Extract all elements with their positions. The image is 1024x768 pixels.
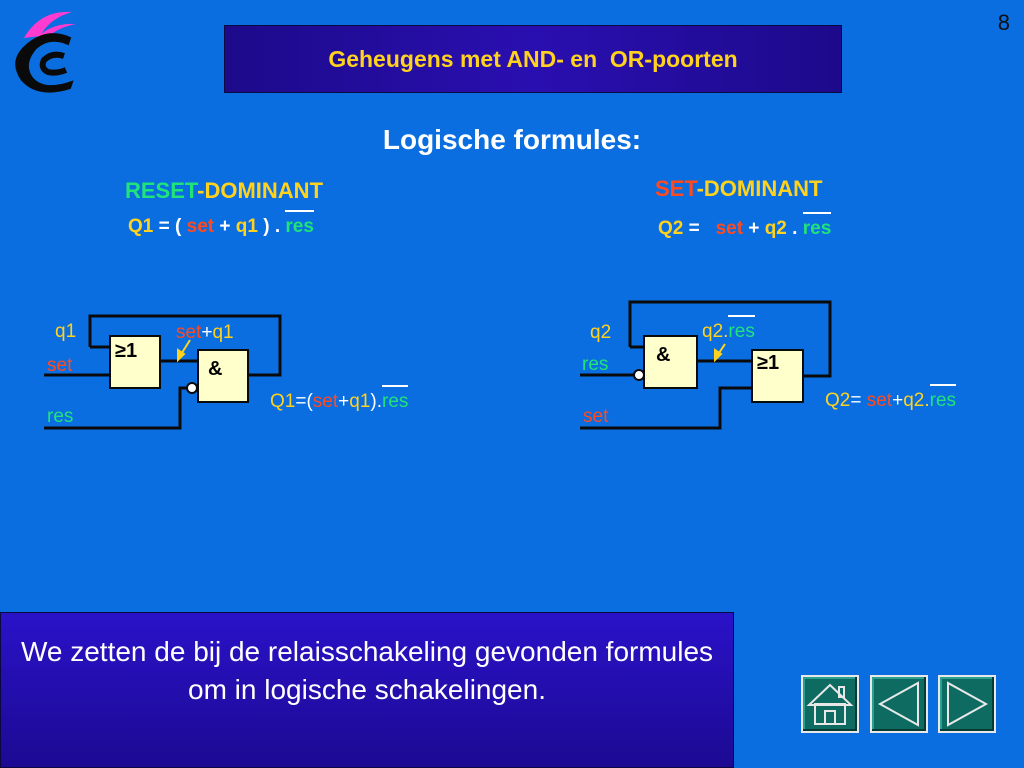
title-banner: Geheugens met AND- en OR-poorten	[224, 25, 842, 93]
right-and-gate	[643, 335, 698, 389]
right-pointer-arrow	[714, 343, 726, 363]
set-dominant-formula: Q2 = set + q2 . res	[658, 212, 832, 239]
right-input-set: set	[583, 406, 609, 427]
left-pointer-arrow	[177, 339, 191, 363]
left-output-formula: Q1=(set+q1).res	[270, 385, 409, 412]
left-or-gate	[109, 335, 161, 389]
left-or-gate-label: ≥1	[115, 340, 138, 362]
left-input-res: res	[47, 406, 74, 427]
slide-title: Geheugens met AND- en OR-poorten	[328, 45, 738, 72]
left-node-label: set+q1	[176, 322, 234, 343]
right-and-gate-label: &	[656, 344, 671, 366]
back-button[interactable]	[870, 675, 928, 733]
left-and-gate-label: &	[208, 358, 223, 380]
right-or-gate-label: ≥1	[757, 352, 780, 374]
home-button[interactable]	[801, 675, 859, 733]
triangle-right-icon	[947, 681, 989, 727]
triangle-left-icon	[877, 681, 919, 727]
home-icon	[806, 683, 854, 725]
circuit-diagram	[44, 300, 832, 430]
right-input-res: res	[582, 354, 609, 375]
reset-dominant-formula: Q1 = ( set + q1 ) . res	[128, 210, 314, 237]
left-inverter-bubble	[186, 382, 198, 394]
caption-box: We zetten de bij de relaisschakeling gev…	[0, 612, 734, 768]
reset-dominant-heading: RESET-DOMINANT	[125, 178, 324, 203]
logo-icon	[15, 11, 76, 93]
right-inverter-bubble	[633, 369, 645, 381]
right-wires	[580, 300, 832, 430]
left-input-set: set	[47, 355, 73, 376]
right-node-label: q2.res	[702, 315, 756, 342]
right-input-q2: q2	[590, 322, 612, 343]
left-input-q1: q1	[55, 321, 77, 342]
page-number: 8	[997, 10, 1010, 35]
left-and-gate	[197, 349, 249, 403]
forward-button[interactable]	[938, 675, 996, 733]
subtitle: Logische formules:	[382, 124, 642, 155]
right-or-gate	[751, 349, 804, 403]
caption-text: We zetten de bij de relaisschakeling gev…	[20, 636, 714, 705]
set-dominant-heading: SET-DOMINANT	[655, 176, 823, 201]
right-output-formula: Q2= set+q2.res	[825, 384, 957, 411]
